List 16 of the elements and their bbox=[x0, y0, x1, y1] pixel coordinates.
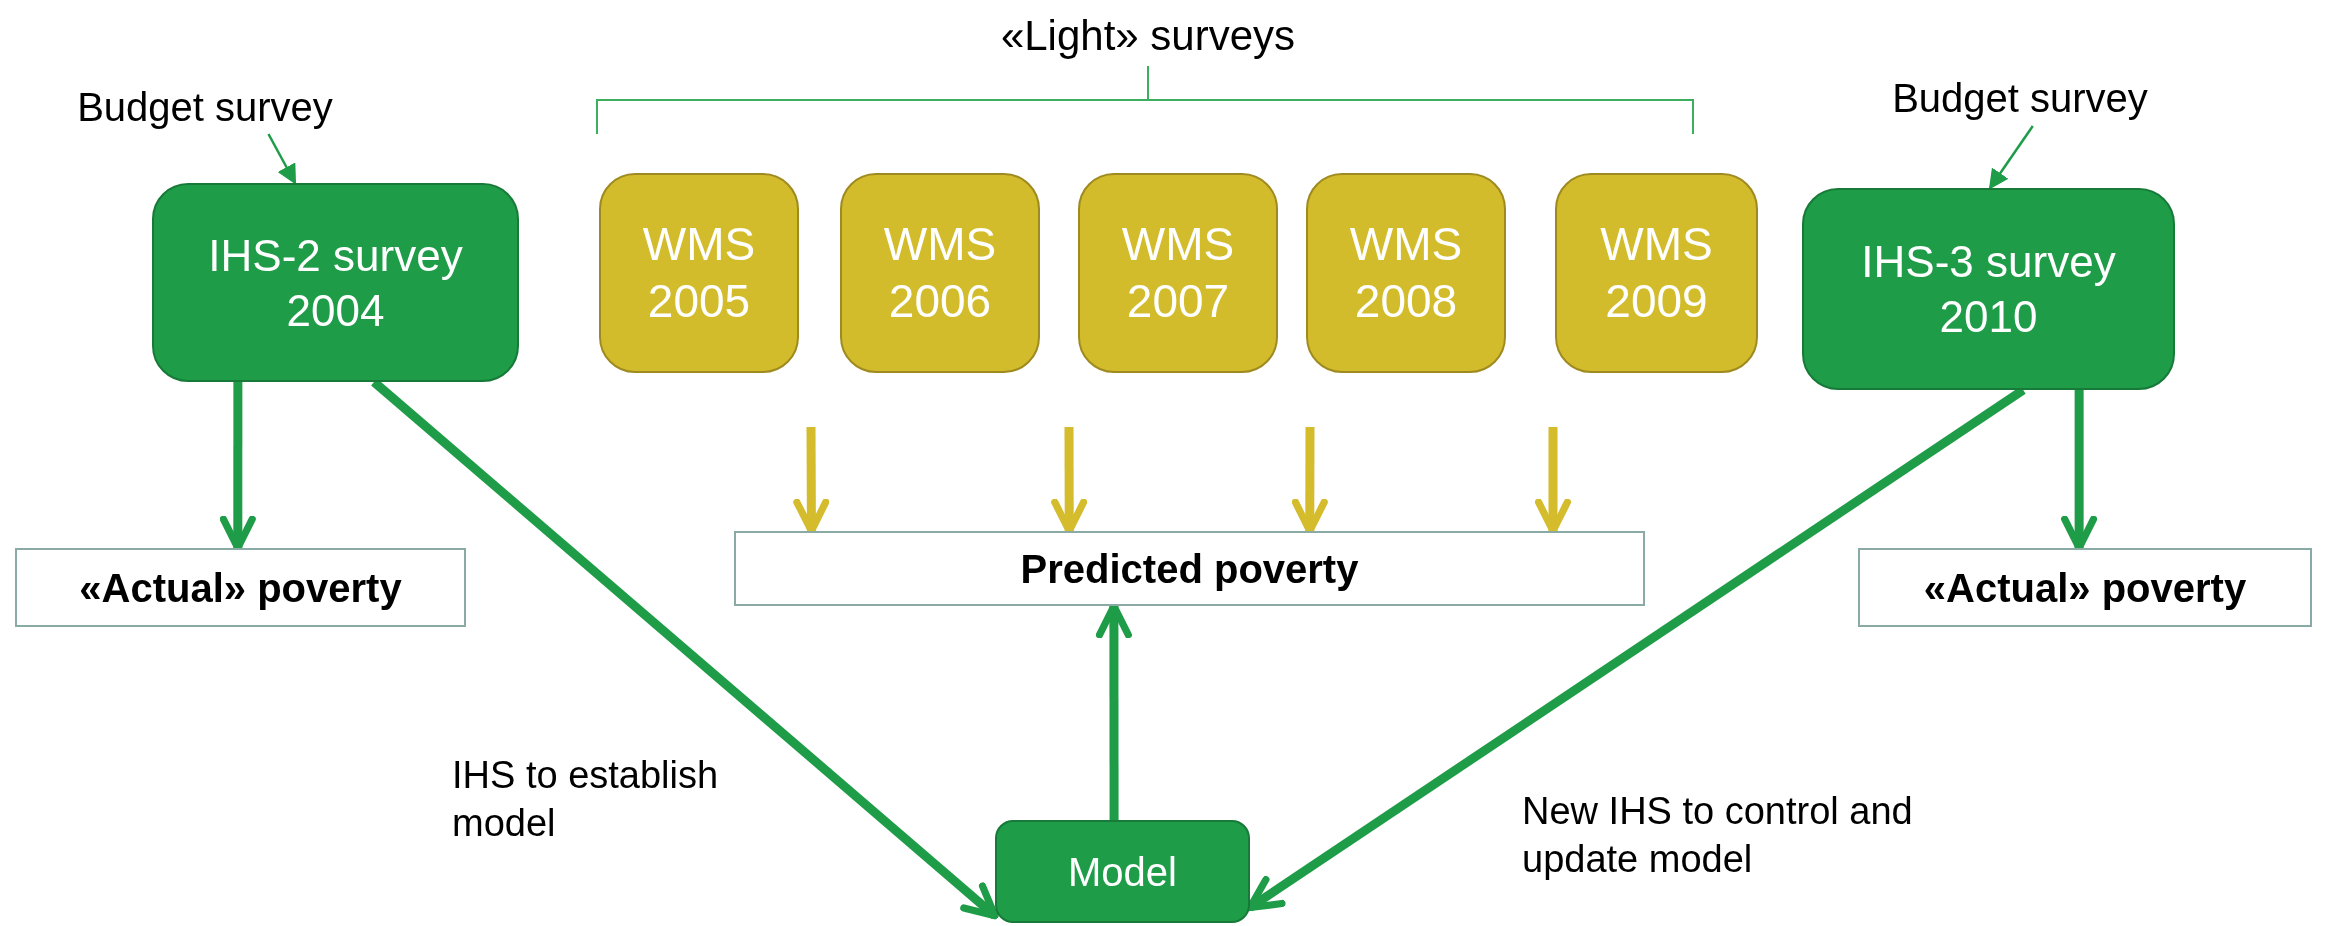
survey-box: WMS 2006 bbox=[840, 173, 1040, 373]
survey-box: IHS-2 survey 2004 bbox=[152, 183, 519, 382]
arrow bbox=[1988, 125, 2034, 190]
result-box: «Actual» poverty bbox=[1858, 548, 2312, 627]
survey-box: WMS 2007 bbox=[1078, 173, 1278, 373]
survey-box: WMS 2008 bbox=[1306, 173, 1506, 373]
survey-box: WMS 2009 bbox=[1555, 173, 1758, 373]
model-box: Model bbox=[995, 820, 1250, 923]
annotation-text: Budget survey bbox=[70, 80, 340, 134]
group-label: «Light» surveys bbox=[999, 11, 1297, 61]
arrow bbox=[267, 133, 297, 185]
survey-box: WMS 2005 bbox=[599, 173, 799, 373]
annotation-text: Budget survey bbox=[1860, 70, 2180, 126]
result-box: Predicted poverty bbox=[734, 531, 1645, 606]
survey-box: IHS-3 survey 2010 bbox=[1802, 188, 2175, 390]
result-box: «Actual» poverty bbox=[15, 548, 466, 627]
